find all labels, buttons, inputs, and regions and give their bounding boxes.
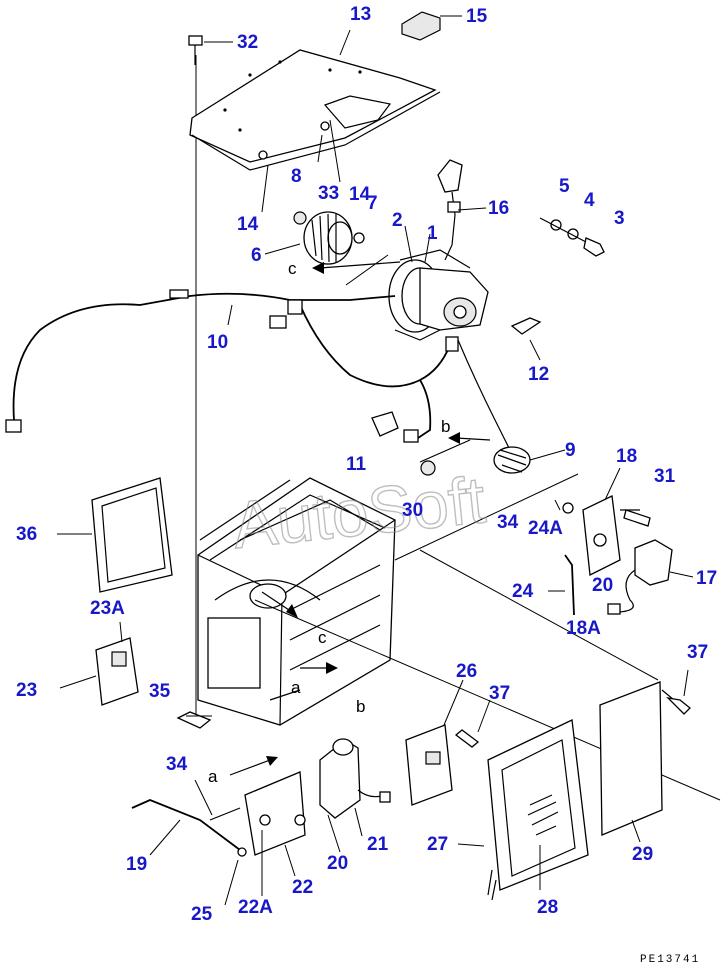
bolt-32 (188, 35, 203, 65)
callout-37-right: 37 (687, 642, 708, 663)
top-cover-plate (189, 49, 441, 171)
callout-13: 13 (350, 4, 371, 25)
callout-9: 9 (565, 440, 576, 461)
callout-33: 33 (318, 183, 339, 204)
actuator-17 (607, 539, 673, 615)
callout-24a: 24A (528, 518, 563, 539)
flow-arrows (229, 261, 491, 776)
panel-29 (599, 681, 681, 836)
screw-30 (419, 439, 471, 476)
plate-18 (582, 495, 640, 576)
callout-1: 1 (427, 223, 438, 244)
callout-22a: 22A (238, 897, 273, 918)
callout-2: 2 (392, 210, 403, 231)
callout-18: 18 (616, 446, 637, 467)
callout-27: 27 (427, 834, 448, 855)
callout-11: 11 (346, 454, 367, 475)
evaporator-27 (487, 719, 589, 901)
callout-29: 29 (632, 844, 653, 865)
callout-31: 31 (654, 466, 676, 487)
drawing-code: PE13741 (640, 954, 700, 966)
callout-35: 35 (149, 681, 171, 702)
callout-26: 26 (456, 661, 477, 682)
flexible-duct-9 (457, 339, 531, 474)
callout-8: 8 (291, 166, 302, 187)
callout-14-left: 14 (237, 214, 259, 235)
callout-18a: 18A (566, 618, 601, 639)
callout-22: 22 (292, 877, 313, 898)
callout-14-right: 14 (349, 184, 371, 205)
callout-5: 5 (559, 176, 570, 197)
watermark: AutoSoft (229, 462, 489, 562)
nut-8 (293, 211, 307, 225)
callout-23: 23 (16, 680, 37, 701)
callout-32: 32 (237, 32, 258, 53)
leader-lines (57, 15, 694, 906)
callout-37-left: 37 (489, 683, 510, 704)
filter-36 (91, 477, 173, 593)
callout-10: 10 (207, 332, 228, 353)
bolt-31 (623, 509, 651, 527)
callout-6: 6 (251, 245, 262, 266)
callout-21: 21 (367, 834, 389, 855)
callout-30: 30 (402, 500, 423, 521)
callout-34-lower: 34 (166, 754, 188, 775)
callout-16: 16 (488, 198, 509, 219)
callout-28: 28 (537, 897, 558, 918)
flow-letters: a a b b c c (208, 259, 450, 786)
flow-letter-c-upper: c (288, 259, 297, 278)
bolt-35 (176, 711, 212, 729)
clip-12 (510, 317, 542, 335)
callout-17: 17 (696, 568, 717, 589)
callout-7: 7 (367, 193, 378, 214)
callout-24: 24 (512, 581, 534, 602)
callout-15: 15 (466, 6, 488, 27)
flow-letter-b-upper: b (441, 417, 450, 436)
grommet-15 (401, 11, 441, 41)
fan-6 (303, 211, 353, 265)
bolt-37-left (454, 729, 480, 748)
cover-23 (95, 637, 139, 706)
callout-34-upper: 34 (497, 512, 519, 533)
flow-letter-b-lower: b (356, 697, 365, 716)
callout-12: 12 (528, 364, 549, 385)
bolt-washer-set (539, 217, 605, 257)
callout-23a: 23A (90, 598, 125, 619)
callout-25: 25 (191, 904, 213, 925)
connector-16 (437, 159, 463, 261)
clip-25 (237, 847, 247, 857)
callout-20-right: 20 (592, 575, 613, 596)
bolt-37-right (666, 697, 691, 715)
callout-36: 36 (16, 524, 37, 545)
callout-3: 3 (614, 208, 625, 229)
callout-19: 19 (126, 854, 147, 875)
controller-26 (405, 724, 453, 806)
wire-harness-10 (5, 289, 459, 441)
callout-20-lower: 20 (327, 853, 348, 874)
actuator-21 (319, 738, 391, 819)
diagram-linework (5, 11, 721, 906)
flow-letter-a-lower: a (208, 767, 218, 786)
bracket-22 (209, 771, 306, 856)
sensor-11 (371, 411, 419, 443)
rod-19 (131, 799, 241, 851)
callout-labels: 1 2 3 4 5 6 7 8 9 10 11 12 13 14 14 15 1… (16, 4, 717, 925)
flow-letter-a-upper: a (291, 678, 301, 697)
flow-letter-c-lower: c (318, 628, 327, 647)
callout-4: 4 (584, 190, 595, 211)
blower-motor (388, 249, 489, 341)
washer-7 (353, 232, 365, 244)
rod-24 (562, 502, 575, 616)
